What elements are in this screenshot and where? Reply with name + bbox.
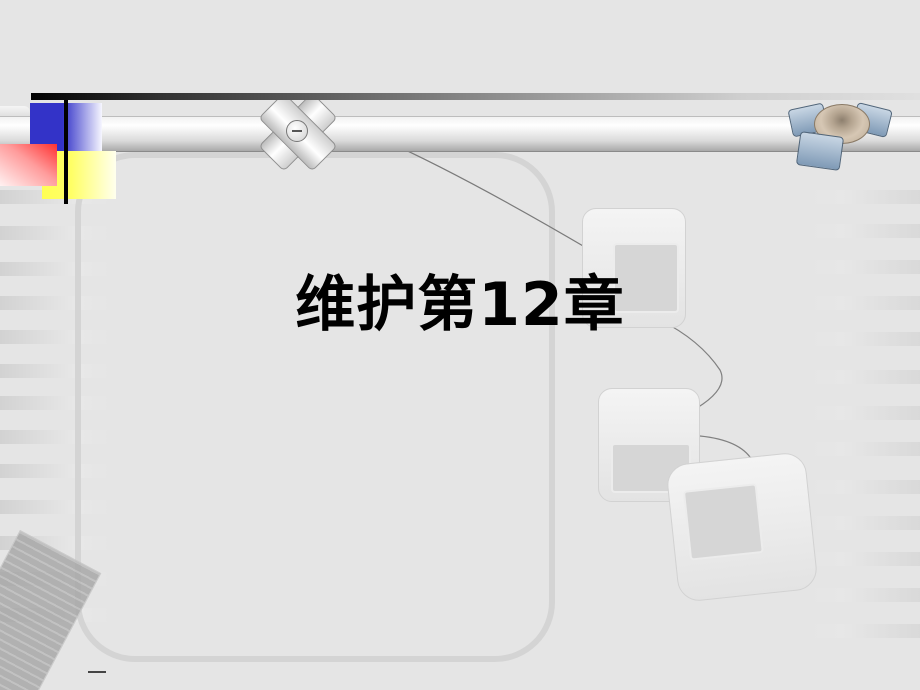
left-stripe-pattern (0, 180, 110, 660)
vertical-line (64, 98, 68, 204)
title-underline-bar (31, 93, 920, 100)
divider (88, 671, 106, 673)
pipe-joint-icon (258, 92, 338, 172)
right-stripe-pattern (810, 180, 920, 660)
slide-title: 维护第12章 (295, 270, 625, 340)
network-hub-icon (786, 96, 896, 176)
corner-squares-logo (0, 86, 140, 206)
monitor-icon (665, 451, 819, 603)
monitor-icon (582, 208, 686, 328)
red-square (0, 144, 57, 186)
pipe-bar (0, 116, 920, 152)
